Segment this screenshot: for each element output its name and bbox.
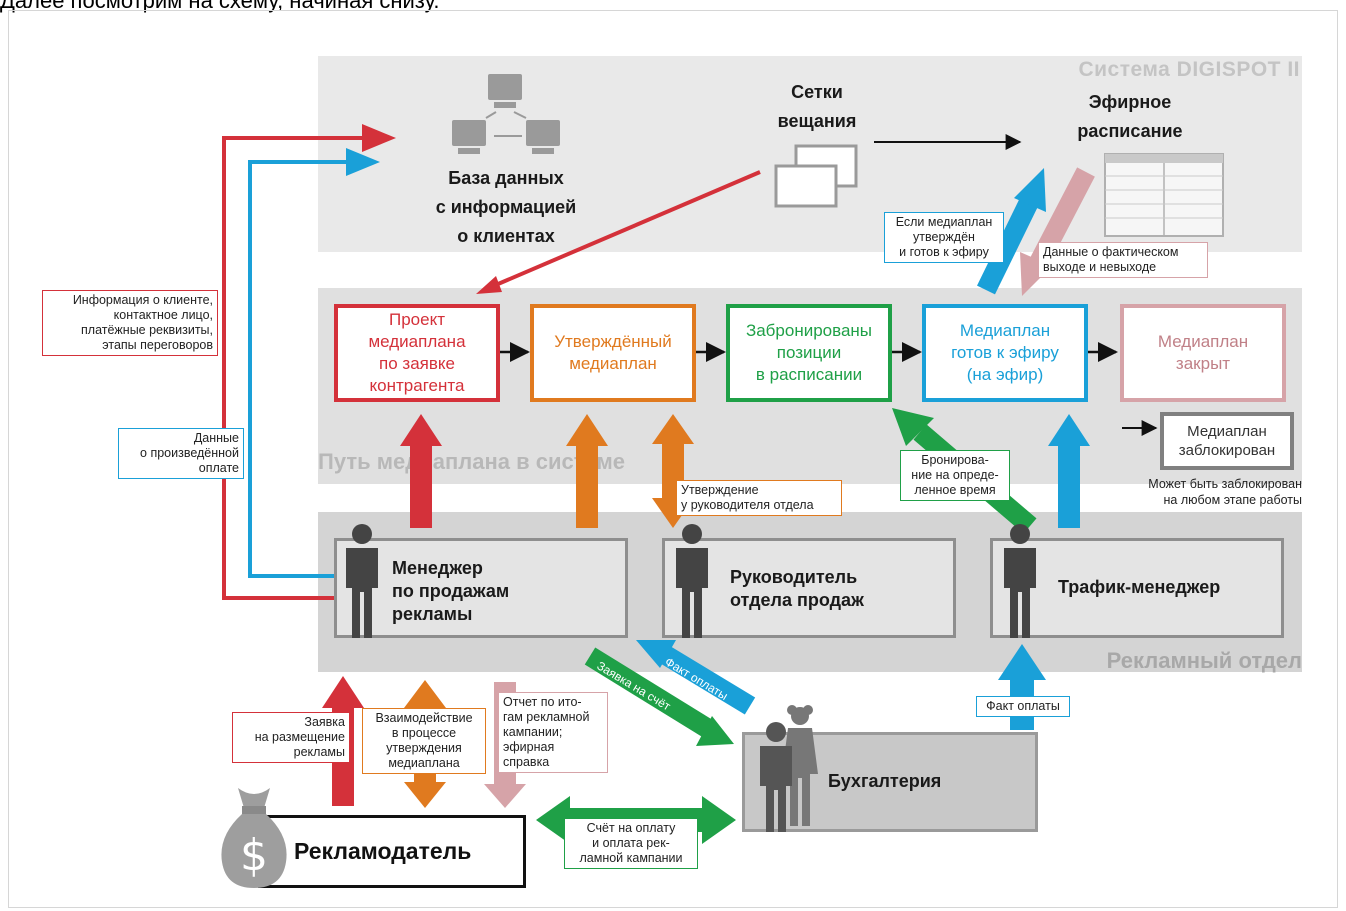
note-payment-fact: Факт оплаты	[976, 696, 1070, 717]
note-approval: Утверждение у руководителя отдела	[676, 480, 842, 516]
note-report: Отчет по ито- гам рекламной кампании; эф…	[498, 692, 608, 773]
stage-closed: Медиаплан закрыт	[1120, 304, 1286, 402]
networks-label: Сетки вещания	[777, 82, 857, 131]
actor-traffic	[990, 538, 1284, 638]
note-application: Заявка на размещение рекламы	[232, 712, 350, 763]
people-icon	[756, 704, 822, 832]
diagram-frame	[8, 10, 1338, 908]
schedule-label: Эфирное расписание	[1077, 92, 1183, 141]
person-icon	[1000, 522, 1040, 638]
person-icon	[672, 522, 712, 638]
advertiser-label: Рекламодатель	[294, 838, 472, 864]
dollar-sign: $	[240, 830, 268, 881]
stage-booked: Забронированы позиции в расписании	[726, 304, 892, 402]
windows-icon	[774, 144, 858, 208]
traffic-label: Трафик-менеджер	[1058, 577, 1221, 597]
note-payment-data: Данные о произведённой оплате	[118, 428, 244, 479]
blocked-note: Может быть заблокирован на любом этапе р…	[1148, 477, 1302, 507]
note-booking: Бронирова- ние на опреде- ленное время	[900, 450, 1010, 501]
table-icon	[1104, 153, 1224, 237]
note-actual-data: Данные о фактическом выходе и невыходе	[1038, 242, 1208, 278]
database-label: База данных с информацией о клиентах	[435, 168, 577, 246]
money-bag-icon: $	[218, 786, 290, 890]
note-interaction: Взаимодействие в процессе утверждения ме…	[362, 708, 486, 774]
note-invoice: Счёт на оплату и оплата рек- ламной камп…	[564, 818, 698, 869]
intro-text: Далее посмотрим на схему, начиная снизу.	[0, 0, 440, 13]
note-client-info: Информация о клиенте, контактное лицо, п…	[42, 290, 218, 356]
department-title: Рекламный отдел	[1106, 648, 1302, 673]
computer-network-icon	[452, 74, 560, 154]
system-title: Система DIGISPOT II	[1078, 58, 1300, 81]
person-icon	[342, 522, 382, 638]
actor-manager	[334, 538, 628, 638]
accounting-label: Бухгалтерия	[828, 771, 942, 791]
stage-approved: Утверждённый медиаплан	[530, 304, 696, 402]
note-if-approved: Если медиаплан утверждён и готов к эфиру	[884, 212, 1004, 263]
stage-blocked: Медиаплан заблокирован	[1160, 412, 1294, 470]
head-label: Руководитель отдела продаж	[730, 567, 864, 610]
stage-project: Проект медиаплана по заявке контрагента	[334, 304, 500, 402]
actor-head	[662, 538, 956, 638]
manager-label: Менеджер по продажам рекламы	[392, 558, 510, 624]
path-title: Путь медиаплана в системе	[318, 449, 625, 474]
stage-ready: Медиаплан готов к эфиру (на эфир)	[922, 304, 1088, 402]
